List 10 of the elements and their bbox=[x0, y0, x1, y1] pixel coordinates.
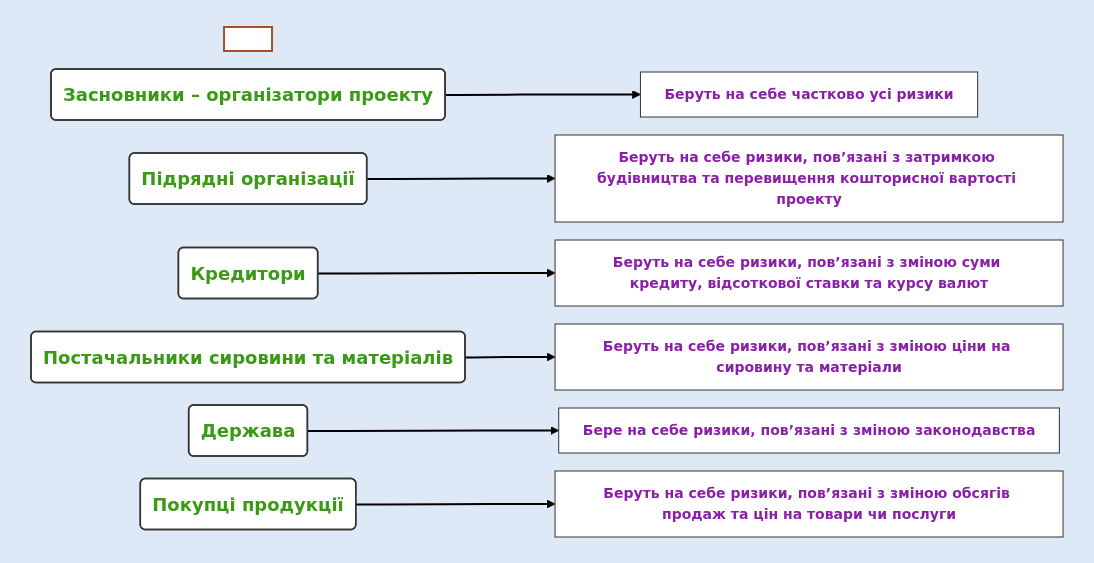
node-box: Беруть на себе ризики, пов’язані з зміною суми кредиту, відсоткової ставки та курсу валют bbox=[554, 239, 1064, 306]
arrow bbox=[355, 499, 556, 508]
node-box: Бере на себе ризики, пов’язані з зміною законодавства bbox=[558, 407, 1060, 453]
arrow bbox=[366, 173, 556, 183]
node-box: Беруть на себе ризики, пов’язані з затримкою будівництва та перевищення кошторисної вартості проекту bbox=[554, 134, 1064, 222]
node-box: Беруть на себе ризики, пов’язані з зміною ціни на сировину та матеріали bbox=[554, 323, 1064, 390]
node-box bbox=[223, 25, 273, 52]
node-box: Беруть на себе частково усі ризики bbox=[639, 71, 979, 117]
node-box: Беруть на себе ризики, пов’язані з зміною обсягів продаж та цін на товари чи послуги bbox=[554, 470, 1064, 537]
arrow bbox=[317, 268, 556, 277]
